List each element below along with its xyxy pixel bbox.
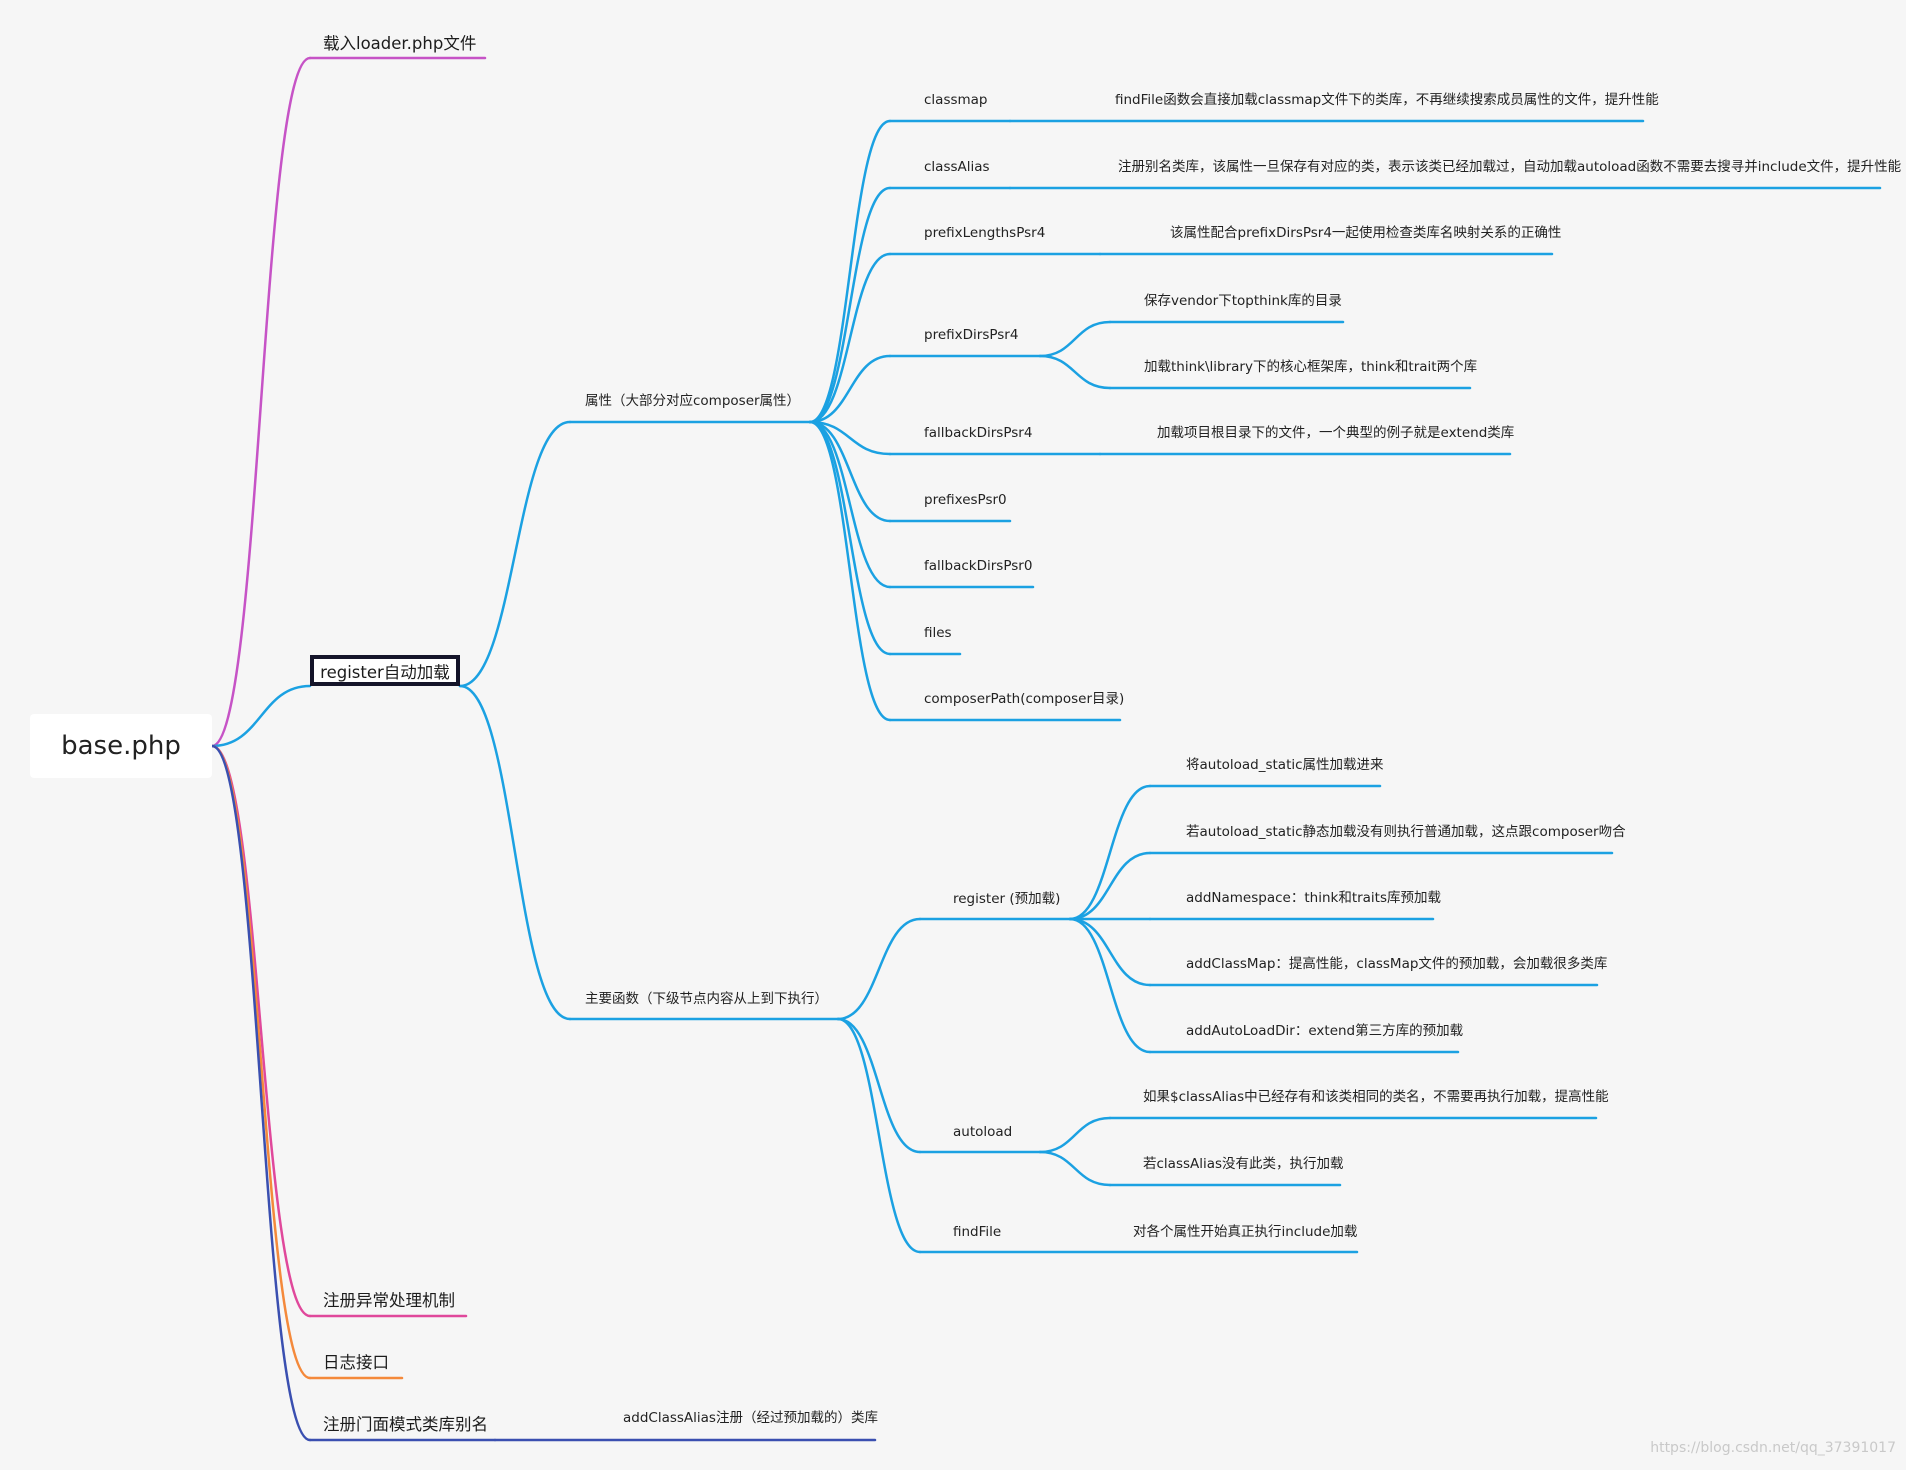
branch-register [210,684,312,748]
node-loader[interactable]: 载入loader.php文件 [323,34,477,53]
branch-fn-findfile [836,1017,922,1254]
node-prop-8[interactable]: composerPath(composer目录) [924,691,1125,707]
root-node[interactable] [30,714,212,778]
node-prop-6[interactable]: fallbackDirsPsr0 [924,558,1033,574]
node-prop-5[interactable]: prefixesPsr0 [924,492,1007,508]
branch-prop-4 [808,420,892,456]
branch-prop-1 [808,186,892,424]
watermark: https://blog.csdn.net/qq_37391017 [1650,1440,1896,1456]
node-facade[interactable]: 注册门面模式类库别名 [323,1415,488,1434]
branch-prop-0 [808,119,892,424]
node-pd-2[interactable]: 加载think\library下的核心框架库，think和trait两个库 [1144,359,1478,375]
branch-al-2 [1038,1150,1112,1187]
node-exception[interactable]: 注册异常处理机制 [323,1291,455,1310]
node-pd-1[interactable]: 保存vendor下topthink库的目录 [1144,293,1342,309]
node-al-1[interactable]: 如果$classAlias中已经存有和该类相同的类名，不需要再执行加载，提高性能 [1143,1089,1609,1105]
branch-al-1 [1038,1116,1112,1154]
node-fn-autoload[interactable]: autoload [953,1124,1013,1140]
selected-node-register[interactable] [310,655,460,686]
node-prop-detail-4[interactable]: 加载项目根目录下的文件，一个典型的例子就是extend类库 [1157,425,1515,441]
node-reg-1[interactable]: 若autoload_static静态加载没有则执行普通加载，这点跟compose… [1186,824,1626,840]
node-log[interactable]: 日志接口 [323,1353,389,1372]
root-node-label: base.php [61,731,181,761]
register-node-label: register自动加载 [320,662,450,682]
node-props[interactable]: 属性（大部分对应composer属性） [585,393,801,409]
branch-pd-1 [1038,320,1112,358]
branch-prop-6 [808,420,892,589]
branch-facade [210,744,312,1442]
branch-loader [210,56,312,748]
branch-reg-1 [1068,851,1152,921]
branch-prop-8 [808,420,892,722]
branch-reg-3 [1068,917,1152,987]
node-reg-3[interactable]: addClassMap：提高性能，classMap文件的预加载，会加载很多类库 [1186,956,1608,972]
node-prop-detail-2[interactable]: 该属性配合prefixDirsPsr4一起使用检查类库名映射关系的正确性 [1170,225,1562,241]
branch-prop-7 [808,420,892,656]
node-fn-reg[interactable]: register (预加载) [953,891,1061,907]
branch-fn-reg [836,917,922,1021]
branch-prop-3 [808,354,892,424]
node-prop-detail-1[interactable]: 注册别名类库，该属性一旦保存有对应的类，表示该类已经加载过，自动加载autolo… [1118,159,1902,175]
node-facade-detail[interactable]: addClassAlias注册（经过预加载的）类库 [623,1410,878,1426]
node-fn-findfile-detail[interactable]: 对各个属性开始真正执行include加载 [1133,1224,1358,1240]
branch-prop-5 [808,420,892,523]
node-reg-0[interactable]: 将autoload_static属性加载进来 [1186,757,1384,773]
node-prop-4[interactable]: fallbackDirsPsr4 [924,425,1033,441]
node-fn-findfile[interactable]: findFile [953,1224,1002,1240]
node-al-2[interactable]: 若classAlias没有此类，执行加载 [1143,1156,1344,1172]
branch-props [458,420,572,688]
node-prop-1[interactable]: classAlias [924,159,990,175]
branch-prop-2 [808,252,892,424]
branch-reg-0 [1068,784,1152,921]
branch-fn-autoload [836,1017,922,1154]
branch-pd-2 [1038,354,1112,390]
node-prop-7[interactable]: files [924,625,952,641]
node-prop-0[interactable]: classmap [924,92,988,108]
node-prop-detail-0[interactable]: findFile函数会直接加载classmap文件下的类库，不再继续搜索成员属性… [1115,92,1659,108]
branch-reg-4 [1068,917,1152,1054]
node-prop-2[interactable]: prefixLengthsPsr4 [924,225,1046,241]
node-prop-3[interactable]: prefixDirsPsr4 [924,327,1019,343]
node-reg-2[interactable]: addNamespace：think和traits库预加载 [1186,890,1442,906]
node-funcs[interactable]: 主要函数（下级节点内容从上到下执行） [585,991,828,1007]
node-reg-4[interactable]: addAutoLoadDir：extend第三方库的预加载 [1186,1023,1464,1039]
branch-funcs [458,684,572,1021]
